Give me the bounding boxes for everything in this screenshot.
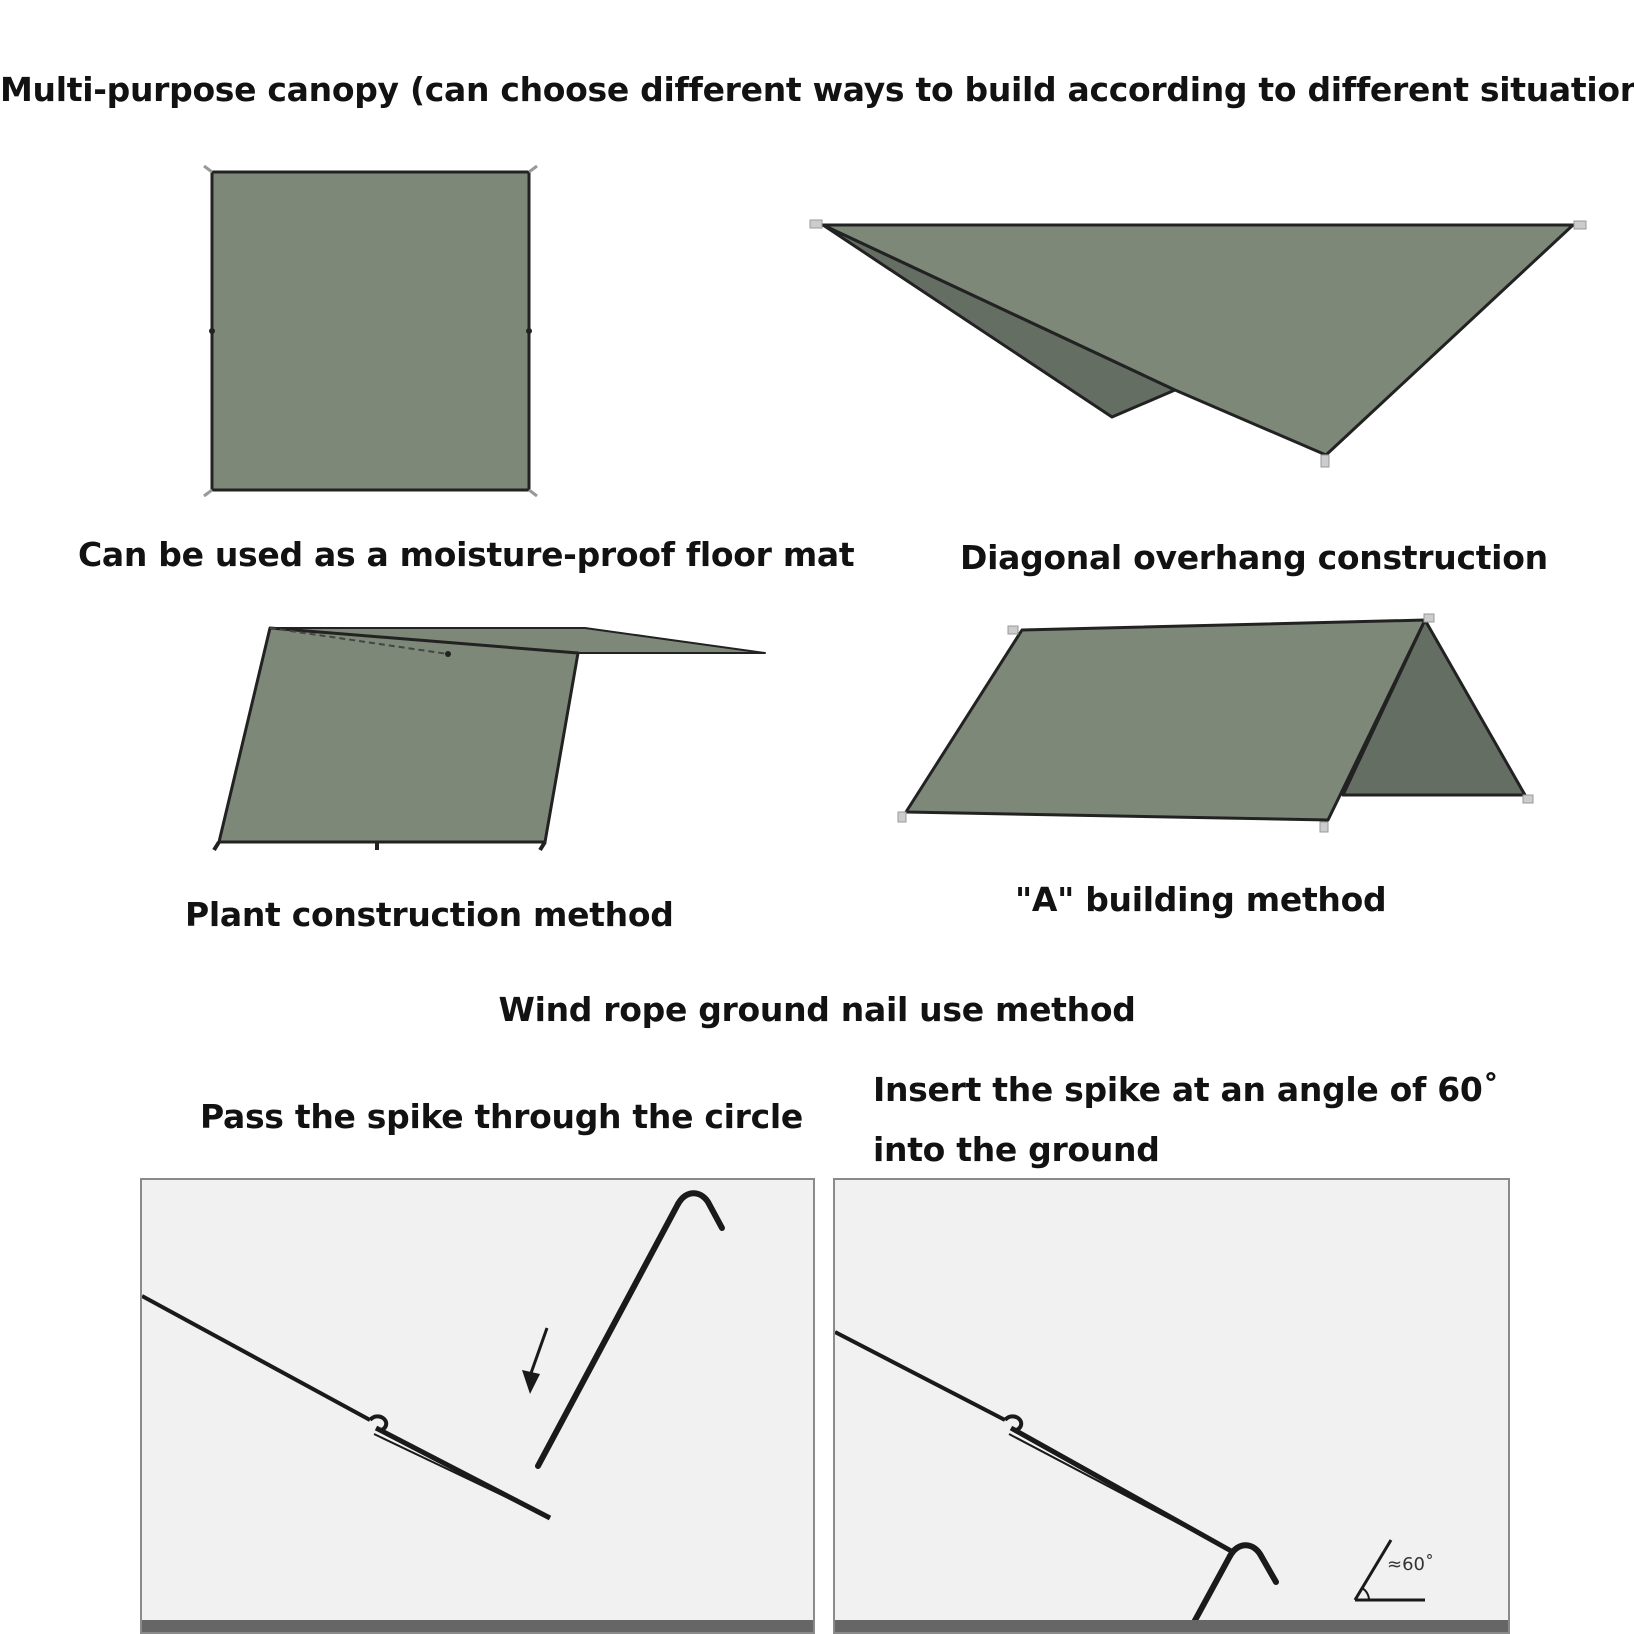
step1-illustration [142, 1190, 725, 1521]
step1-panel [140, 1178, 815, 1634]
step2-illustration [835, 1330, 1425, 1627]
caption-plant-construction: Plant construction method [185, 895, 674, 934]
step1-ground [142, 1620, 813, 1632]
section-title-ground-nail: Wind rope ground nail use method [498, 990, 1136, 1029]
step2-panel: ≈60˚ [833, 1178, 1510, 1634]
step2-caption-line2: into the ground [873, 1130, 1160, 1169]
caption-floor-mat: Can be used as a moisture-proof floor ma… [78, 535, 855, 574]
angle-label: ≈60˚ [1387, 1554, 1434, 1575]
floor-mat-tarp [203, 164, 538, 498]
caption-diagonal-overhang: Diagonal overhang construction [960, 538, 1548, 577]
step1-caption: Pass the spike through the circle [200, 1097, 803, 1136]
plant-construction-tarp [212, 626, 766, 852]
diagonal-overhang-tarp [809, 219, 1587, 468]
step2-ground [835, 1620, 1508, 1632]
a-frame-tarp [897, 613, 1534, 833]
step2-caption-line1: Insert the spike at an angle of 60˚ [873, 1070, 1499, 1109]
page-title: Multi-purpose canopy (can choose differe… [0, 70, 1634, 109]
caption-a-frame: "A" building method [1015, 880, 1387, 919]
